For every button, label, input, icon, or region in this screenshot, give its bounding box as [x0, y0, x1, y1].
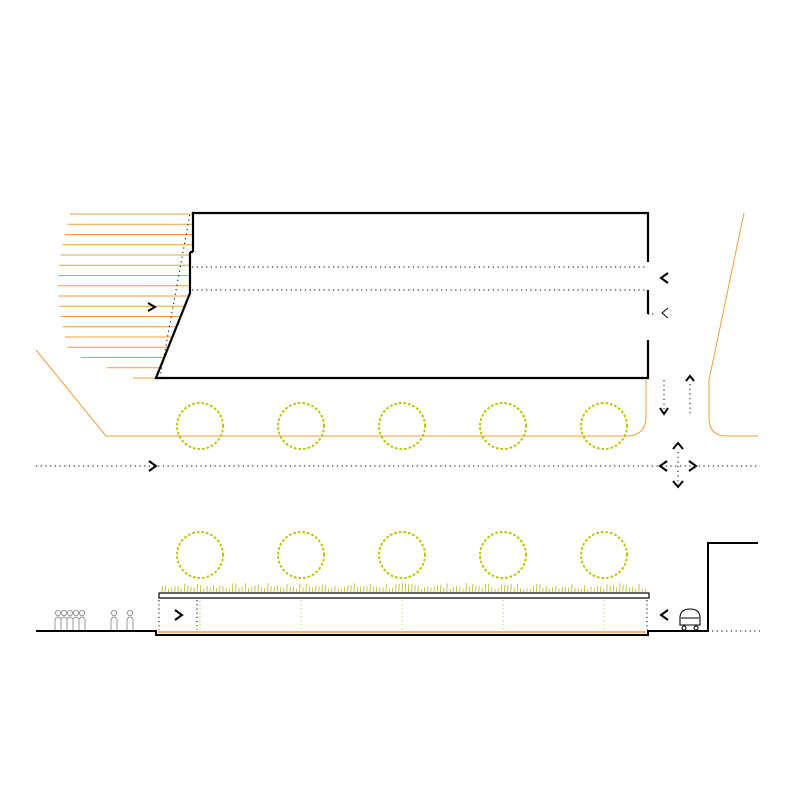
person-head — [126, 609, 134, 617]
section-trees — [176, 531, 628, 579]
person-head — [54, 609, 62, 617]
road-edge-right — [708, 212, 758, 437]
tree-canopy — [479, 531, 527, 579]
tree-canopy — [176, 402, 224, 450]
person-body — [54, 616, 62, 630]
tree-canopy — [277, 531, 325, 579]
chevron-up-icon — [685, 374, 695, 382]
chevron-right-icon — [147, 302, 158, 312]
person-head — [66, 609, 74, 617]
person-body — [110, 616, 118, 630]
person-figure — [78, 609, 86, 630]
ramp-hatching — [58, 213, 192, 379]
person-head — [72, 609, 80, 617]
chevron-left-icon — [658, 460, 668, 472]
people-icon — [54, 609, 134, 630]
roof-slab — [158, 592, 650, 599]
tree-canopy — [277, 402, 325, 450]
person-figure — [110, 609, 118, 630]
person-figure — [60, 609, 68, 630]
plan-trees — [176, 402, 628, 450]
chevron-left-icon — [659, 609, 669, 621]
tree-canopy — [378, 402, 426, 450]
ground-section-line — [36, 542, 758, 636]
person-head — [60, 609, 68, 617]
tree-canopy — [479, 402, 527, 450]
person-figure — [54, 609, 62, 630]
chevron-left-icon — [661, 307, 669, 319]
person-body — [66, 616, 74, 630]
chevron-up-icon — [672, 441, 684, 450]
person-body — [78, 616, 86, 630]
person-head — [110, 609, 118, 617]
person-body — [60, 616, 68, 630]
tree-canopy — [176, 531, 224, 579]
road-edge-left — [35, 349, 647, 437]
tree-canopy — [580, 531, 628, 579]
chevron-right-icon — [688, 460, 698, 472]
chevron-left-icon — [659, 272, 669, 284]
building-outline — [154, 211, 650, 380]
person-figure — [66, 609, 74, 630]
person-figure — [126, 609, 134, 630]
person-body — [72, 616, 80, 630]
chevron-down-icon — [659, 407, 669, 416]
structural-guides — [199, 600, 605, 630]
person-body — [126, 616, 134, 630]
roof-vegetation — [161, 583, 647, 593]
chevron-right-icon — [148, 460, 158, 472]
tree-canopy — [378, 531, 426, 579]
chevron-right-icon — [174, 609, 184, 621]
person-head — [78, 609, 86, 617]
person-figure — [72, 609, 80, 630]
section-view — [36, 531, 760, 636]
tree-canopy — [580, 402, 628, 450]
plan-view — [35, 211, 760, 489]
vehicle-icon — [679, 608, 701, 631]
chevron-down-icon — [672, 480, 684, 489]
